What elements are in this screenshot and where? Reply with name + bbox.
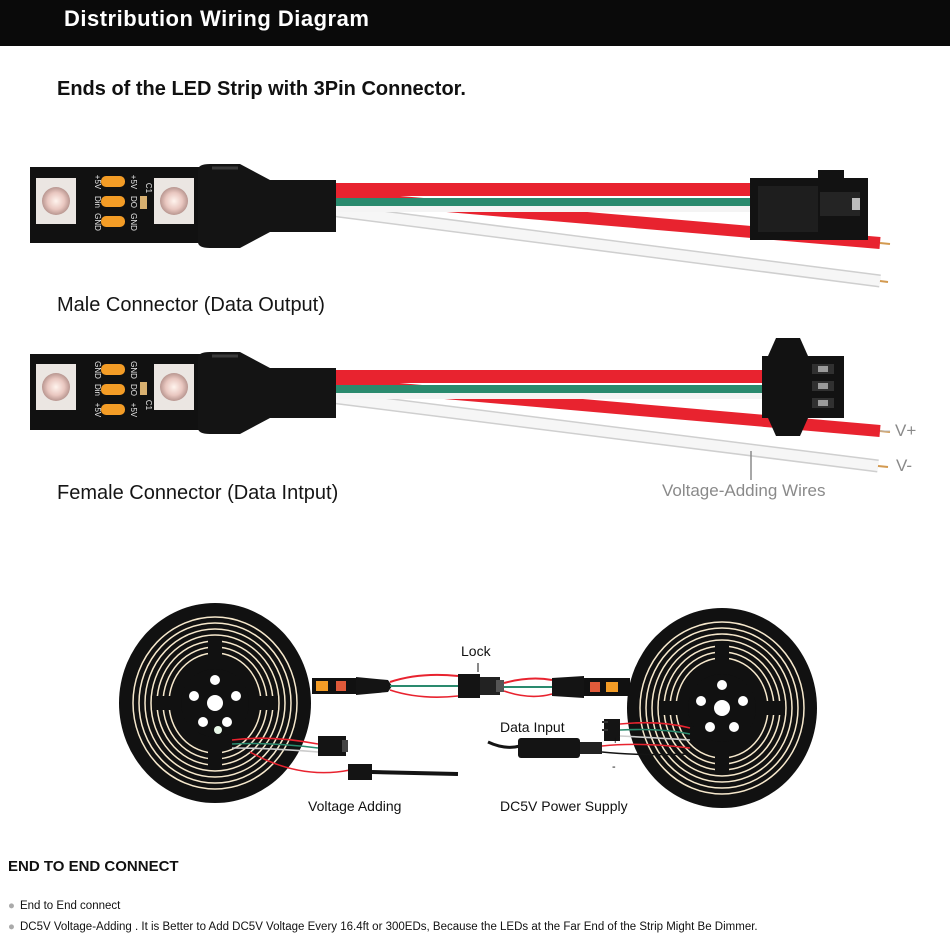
voltage-adding-label: Voltage Adding <box>308 798 402 814</box>
data-input-label: Data Input <box>500 719 565 735</box>
plus-sign: + <box>612 735 618 747</box>
pad-label: C1 <box>144 183 153 194</box>
pad-label: Din <box>93 196 102 208</box>
page-title: Distribution Wiring Diagram <box>64 6 370 31</box>
v-plus-label: V+ <box>895 421 917 440</box>
pad-label: +5V <box>93 403 102 418</box>
pad-label: +5V <box>129 175 138 190</box>
left-led-reel <box>119 603 311 803</box>
male-connector-illustration: +5V Din GND +5V DO GND C1 <box>30 164 891 288</box>
pad-label: GND <box>129 361 138 379</box>
pad-label: GND <box>93 213 102 231</box>
pad-label: +5V <box>129 403 138 418</box>
pad-label: Din <box>93 384 102 396</box>
male-connector-caption: Male Connector (Data Output) <box>57 294 325 316</box>
female-connector-caption: Female Connector (Data Intput) <box>57 482 339 504</box>
v-minus-label: V- <box>896 456 913 475</box>
end-to-end-title: END TO END CONNECT <box>8 858 179 875</box>
notes-list: ● End to End connect ● DC5V Voltage-Adding… <box>8 896 758 938</box>
bullet-icon: ● <box>8 900 15 912</box>
pad-label: GND <box>129 213 138 231</box>
list-item: ● DC5V Voltage-Adding . It is Better to A… <box>8 917 758 938</box>
pad-label: DO <box>129 196 138 208</box>
female-connector-illustration: GND Din +5V GND DO +5V C1 <box>30 338 891 480</box>
pad-label: DO <box>129 384 138 396</box>
pad-label: C1 <box>144 400 153 411</box>
title-banner: Distribution Wiring Diagram <box>0 0 950 46</box>
pad-label: GND <box>93 361 102 379</box>
pad-label: +5V <box>93 175 102 190</box>
power-supply-label: DC5V Power Supply <box>500 798 628 814</box>
end-to-end-wiring: + - <box>231 663 691 780</box>
note-text: DC5V Voltage-Adding . It is Better to Ad… <box>19 921 758 933</box>
note-text: End to End connect <box>19 900 121 912</box>
lock-label: Lock <box>461 643 491 659</box>
bullet-icon: ● <box>8 921 15 933</box>
section-heading: Ends of the LED Strip with 3Pin Connecto… <box>57 78 466 100</box>
voltage-adding-wires-label: Voltage-Adding Wires <box>662 481 826 500</box>
minus-sign: - <box>612 761 616 773</box>
list-item: ● End to End connect <box>8 896 758 917</box>
right-led-reel <box>627 608 817 808</box>
